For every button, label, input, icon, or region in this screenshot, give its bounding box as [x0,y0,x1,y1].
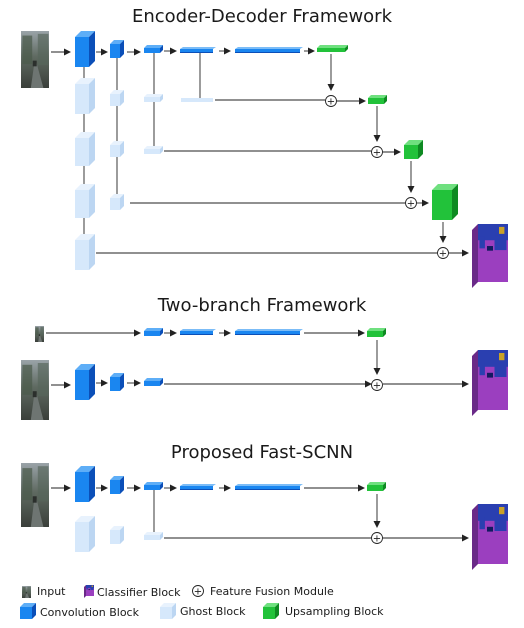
fusion-plus-symbol: + [407,199,415,210]
upsampling-block [432,184,458,220]
ghost-block [75,78,95,114]
legend-upsample-label: Upsampling Block [285,605,384,618]
ghost-block [75,184,95,218]
legend-fusion-label: Feature Fusion Module [210,585,334,598]
ghost-block [110,90,124,106]
legend-classifier-label: Classifier Block [97,586,181,599]
legend-conv-label: Convolution Block [40,606,139,619]
classifier-output [472,350,508,416]
classifier-output [84,585,94,598]
fusion-plus-symbol: + [373,148,381,159]
upsampling-block [367,482,386,491]
convolution-block [110,40,124,58]
ghost-block [181,98,213,102]
input-image [21,360,49,420]
fusion-plus-symbol: + [373,381,381,392]
convolution-block [110,373,124,391]
upsampling-block [317,45,348,52]
input-image [21,463,49,527]
upsampling-block [263,603,279,619]
two-branch-title: Two-branch Framework [157,295,367,316]
feature-fusion-module: + [371,379,383,392]
ghost-block [160,603,176,619]
convolution-block [180,484,216,490]
convolution-block [110,476,124,494]
convolution-block [75,364,95,400]
legend-input-label: Input [37,585,66,598]
ghost-block [110,526,124,544]
convolution-block [144,378,163,386]
upsampling-block [367,328,386,337]
encoder-decoder-title: Encoder-Decoder Framework [131,6,393,27]
convolution-block [144,482,163,490]
fusion-plus-symbol: + [327,97,335,108]
convolution-block [144,328,163,336]
ghost-block [110,141,124,157]
feature-fusion-module: + [437,247,449,260]
convolution-block [20,603,36,619]
upsampling-block [368,95,387,104]
feature-fusion-module: + [371,532,383,545]
convolution-block [144,45,163,53]
input-image [35,326,44,342]
fusion-plus-symbol: + [373,534,381,545]
feature-fusion-module: + [325,95,337,108]
legend-ghost-label: Ghost Block [180,605,246,618]
ghost-block [144,146,163,154]
feature-fusion-module: + [371,146,383,159]
convolution-block [235,329,303,335]
ghost-block [144,532,163,540]
ghost-block [110,194,124,210]
convolution-block [235,47,303,53]
fusion-plus-symbol: + [194,587,202,598]
input-image [22,586,31,598]
feature-fusion-module: + [405,197,417,210]
ghost-block [75,132,95,166]
convolution-block [75,31,95,67]
convolution-block [180,47,216,53]
ghost-block [75,516,95,552]
convolution-block [75,466,95,502]
ghost-block [144,94,163,102]
upsampling-block [404,140,423,159]
classifier-output [472,224,508,288]
classifier-output [472,504,508,570]
fusion-plus-symbol: + [439,249,447,260]
fast-scnn-title: Proposed Fast-SCNN [170,442,354,463]
input-image [21,31,49,88]
feature-fusion-module: + [192,585,204,598]
ghost-block [75,234,95,270]
convolution-block [235,484,303,490]
convolution-block [180,329,216,335]
